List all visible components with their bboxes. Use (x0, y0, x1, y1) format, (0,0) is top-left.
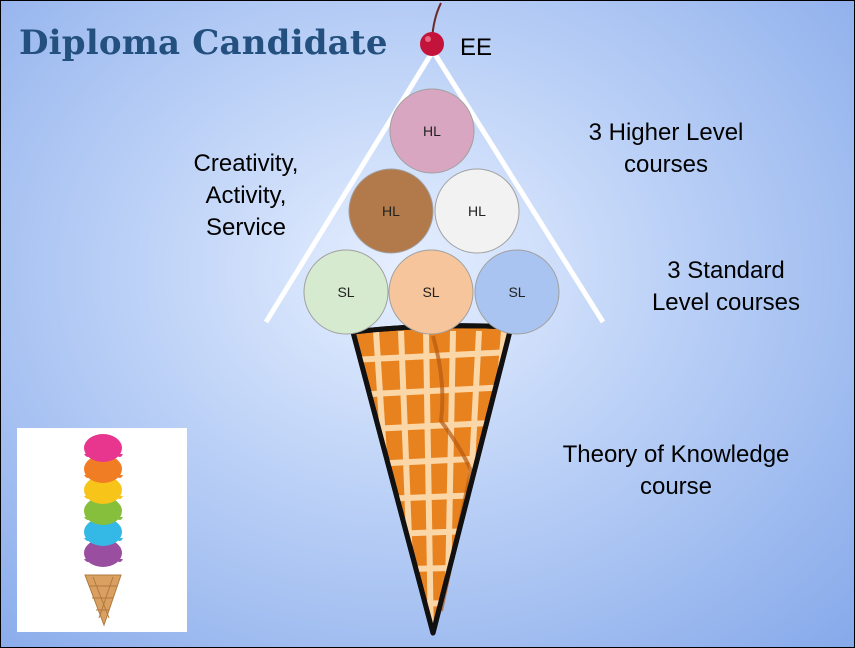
sl-line: Level courses (651, 289, 801, 316)
scoops: HL HL HL SL SL SL (303, 88, 560, 335)
thumbnail-scoop (84, 434, 122, 462)
scoop-label: SL (422, 284, 439, 300)
scoop-sl-middle: SL (388, 249, 474, 335)
thumbnail-scoop-drip (84, 538, 123, 541)
cas-label: Creativity, Activity, Service (171, 148, 321, 244)
standard-level-label: 3 Standard Level courses (631, 255, 821, 319)
thumbnail-scoop-drip (84, 454, 123, 457)
thumbnail-scoop-drip (84, 517, 123, 520)
scoop-hl-right: HL (434, 168, 520, 254)
thumbnail-scoop-drip (84, 559, 123, 562)
slide-title: Diploma Candidate (19, 23, 388, 63)
hl-line: 3 Higher Level (588, 119, 744, 146)
scoop-hl-top: HL (389, 88, 475, 174)
scoop-label: HL (423, 123, 441, 139)
cas-line: Creativity, (193, 150, 299, 177)
scoop-sl-left: SL (303, 249, 389, 335)
scoop-label: SL (337, 284, 354, 300)
rainbow-ice-cream-icon (84, 434, 123, 627)
tok-label: Theory of Knowledge course (531, 439, 821, 503)
higher-level-label: 3 Higher Level courses (556, 117, 776, 181)
thumbnail-scoop-drip (84, 496, 123, 499)
waffle-cone (350, 323, 514, 636)
sl-line: 3 Standard (667, 257, 785, 284)
scoop-label: HL (468, 203, 486, 219)
scoop-label: HL (382, 203, 400, 219)
thumbnail-scoop-drip (84, 475, 123, 478)
hl-line: courses (623, 151, 709, 178)
cherry-icon (420, 2, 444, 56)
ice-cream-thumbnail (17, 428, 187, 632)
scoop-hl-left: HL (348, 168, 434, 254)
tok-line: course (639, 473, 713, 500)
cas-line: Service (205, 214, 287, 241)
cas-line: Activity, (205, 182, 287, 209)
tok-line: Theory of Knowledge (562, 441, 790, 468)
ee-label: EE (460, 34, 493, 61)
scoop-label: SL (508, 284, 525, 300)
scoop-sl-right: SL (474, 249, 560, 335)
